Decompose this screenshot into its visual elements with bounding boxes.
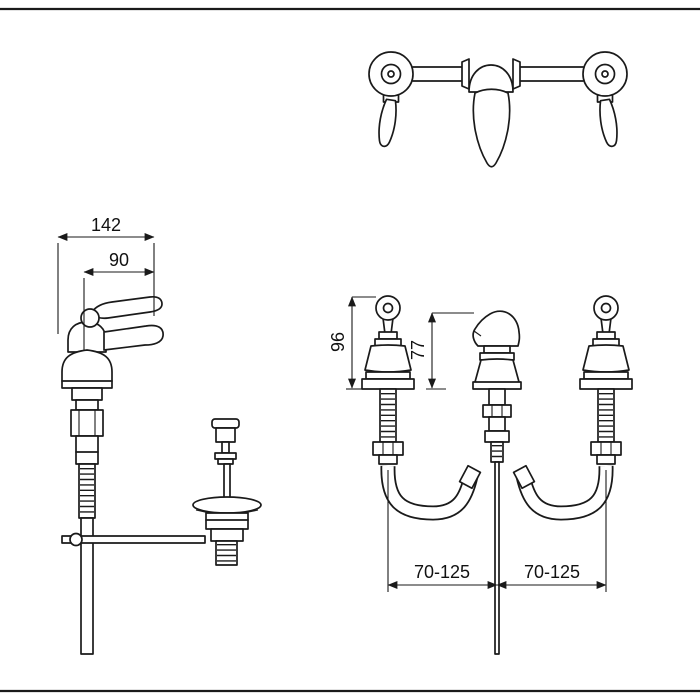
right-backnut [590, 441, 622, 456]
tap-lower-body [75, 435, 99, 465]
right-lever-handle [596, 97, 621, 149]
tap-supply-tube [80, 517, 94, 655]
tap-body-neck [75, 399, 99, 411]
dim-label-spacing-left: 70-125 [414, 562, 470, 582]
dim-label-valve-height: 96 [328, 332, 348, 352]
tap-body-upper [71, 387, 103, 401]
center-body-upper [488, 388, 506, 406]
dim-label-handle-width: 90 [109, 250, 129, 270]
right-flange-screw [601, 70, 609, 78]
left-lever-handle [375, 97, 400, 149]
center-spout-body [472, 310, 521, 347]
left-pipe-fill [382, 465, 477, 519]
pop-up-pivot-ball [69, 532, 83, 547]
center-nut-upper [482, 404, 512, 418]
left-tail-collar [378, 454, 398, 465]
right-collar-1 [596, 331, 616, 340]
tap-lever-blade [91, 295, 163, 320]
waste-body [205, 512, 249, 530]
right-bell [582, 344, 630, 373]
dimension-annotations: 142 90 96 77 70-125 70-125 [57, 215, 607, 592]
left-collar-1 [378, 331, 398, 340]
left-bell [364, 344, 412, 373]
tap-valve-box [70, 409, 104, 437]
waste-nut-upper [214, 452, 237, 460]
center-base-flange [472, 381, 522, 390]
waste-pull-rod [223, 463, 231, 501]
tap-lever-ball [80, 308, 100, 328]
left-pipe-nut [458, 464, 482, 490]
waste-flange [192, 496, 262, 514]
center-spout-outlet [473, 330, 482, 337]
right-collar [512, 58, 521, 90]
dim-label-spacing-right: 70-125 [524, 562, 580, 582]
left-base-flange [361, 378, 415, 390]
waste-knob-body [215, 427, 236, 443]
left-backnut [372, 441, 404, 456]
right-pipe-nut [512, 464, 536, 490]
waste-lower-body [210, 528, 244, 542]
center-pop-up-rod [494, 461, 500, 655]
left-base-ring [365, 371, 411, 380]
right-tail-collar [596, 454, 616, 465]
center-spout-drop [472, 88, 511, 168]
waste-knob-stem [221, 441, 230, 454]
center-nut-lower [484, 430, 510, 443]
figure-wall-mixer-front-view [368, 51, 628, 168]
center-body-cap [468, 64, 514, 93]
tap-bell-escutcheon [61, 349, 113, 389]
waste-knob-cap [211, 418, 240, 429]
tap-spout-nose [103, 324, 164, 351]
center-bell [474, 358, 520, 385]
dim-label-spout-height: 77 [408, 340, 428, 360]
dim-label-overall-width: 142 [91, 215, 121, 235]
right-handle-center [600, 302, 612, 314]
waste-threaded-tail [215, 540, 238, 566]
right-pipe-fill [517, 465, 612, 519]
center-body-lower [488, 416, 506, 432]
right-base-ring [583, 371, 629, 380]
figure-deck-mixer-front-view [361, 295, 633, 655]
left-handle-center [382, 302, 394, 314]
left-collar [461, 58, 470, 90]
right-base-flange [579, 378, 633, 390]
center-collar-1 [483, 345, 511, 354]
left-flange-screw [387, 70, 395, 78]
figure-pillar-tap-side-view [61, 295, 262, 655]
pop-up-horizontal-rod [61, 535, 206, 544]
